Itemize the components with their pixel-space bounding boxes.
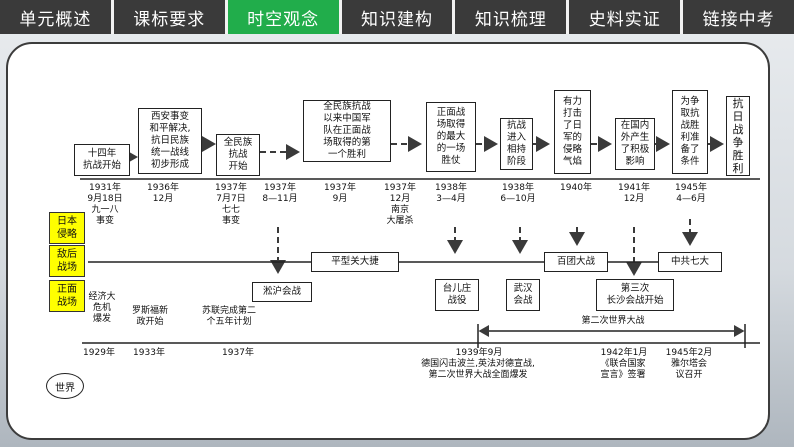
event-hundred-regiments: 百团大战	[544, 252, 608, 272]
down-arrows	[270, 219, 698, 276]
date-1945: 1945年 4—6月	[675, 183, 707, 204]
world-event-depression: 经济大 危机 爆发	[88, 292, 116, 324]
event-box-strike-japan: 有力 打击 了日 军的 侵略 气焰	[554, 90, 591, 174]
event-box-national-war: 全民族 抗战 开始	[216, 134, 260, 176]
date-1937-8: 1937年 8—11月	[262, 183, 298, 204]
event-box-stalemate: 抗战 进入 相持 阶段	[500, 118, 533, 170]
date-1931: 1931年 9月18日 九一八 事变	[87, 183, 123, 226]
tab-link-exam[interactable]: 链接中考	[683, 0, 794, 34]
date-1937-12: 1937年 12月 南京 大屠杀	[384, 183, 416, 226]
tab-time-space-concept[interactable]: 时空观念	[227, 0, 339, 34]
top-connectors	[124, 136, 724, 165]
date-1940: 1940年	[560, 183, 592, 193]
date-1937-7: 1937年 7月7日 七七 事变	[215, 183, 247, 226]
date-1937-9: 1937年 9月	[324, 183, 356, 204]
event-wuhan: 武汉 会战	[506, 279, 540, 311]
tab-knowledge-review[interactable]: 知识梳理	[455, 0, 567, 34]
event-taierzhuang: 台儿庄 战役	[435, 279, 479, 311]
world-year-1933: 1933年	[133, 348, 165, 358]
event-changsha-3: 第三次 长沙会战开始	[596, 279, 674, 311]
world-event-ussr-plan: 苏联完成第二 个五年计划	[201, 306, 256, 327]
tab-curriculum-requirements[interactable]: 课标要求	[113, 0, 225, 34]
tab-unit-overview[interactable]: 单元概述	[0, 0, 111, 34]
event-songhu: 淞沪会战	[252, 282, 312, 302]
world-event-new-deal: 罗斯福新 政开始	[131, 306, 168, 327]
timeline-board: 十四年 抗战开始 西安事变 和平解决, 抗日民族 统一战线 初步形成 全民族 抗…	[6, 42, 770, 440]
ww2-date-1945: 1945年2月	[665, 348, 713, 358]
tab-historical-evidence[interactable]: 史料实证	[569, 0, 681, 34]
date-1941: 1941年 12月	[618, 183, 650, 204]
event-pingxingguan: 平型关大捷	[311, 252, 399, 272]
ww2-event-1939: 德国闪击波兰,英法对德宣战, 第二次世界大战全面爆发	[421, 359, 535, 380]
category-rear-battlefield: 敌后 战场	[49, 245, 85, 277]
event-box-xian-incident: 西安事变 和平解决, 抗日民族 统一战线 初步形成	[138, 108, 202, 174]
ww2-date-1942: 1942年1月	[600, 348, 648, 358]
ww2-date-1939: 1939年9月	[455, 348, 503, 358]
world-year-1929: 1929年	[83, 348, 115, 358]
ww2-event-1942: 《联合国家 宣言》签署	[600, 359, 646, 380]
nav-bar: 单元概述 课标要求 时空观念 知识建构 知识梳理 史料实证 链接中考	[0, 0, 794, 34]
date-1936: 1936年 12月	[147, 183, 179, 204]
event-box-14yr-war: 十四年 抗战开始	[74, 144, 130, 176]
category-front-battlefield: 正面 战场	[49, 280, 85, 312]
ww2-label: 第二次世界大战	[581, 316, 645, 326]
event-box-war-victory: 抗 日 战 争 胜 利	[726, 96, 750, 176]
world-label: 世界	[46, 373, 84, 399]
event-box-prepare-victory: 为争 取抗 战胜 利准 备了 条件	[672, 90, 708, 174]
world-year-1937: 1937年	[222, 348, 254, 358]
category-japan-invasion: 日本 侵略	[49, 212, 85, 244]
event-box-first-victory: 全民族抗战 以来中国军 队在正面战 场取得的第 一个胜利	[303, 100, 391, 162]
tab-knowledge-construction[interactable]: 知识建构	[341, 0, 453, 34]
ww2-event-1945: 雅尔塔会 议召开	[670, 359, 707, 380]
date-1938-6: 1938年 6—10月	[500, 183, 536, 204]
event-box-positive-impact: 在国内 外产生 了积极 影响	[615, 118, 655, 170]
event-box-biggest-victory: 正面战 场取得 的最大 的一场 胜仗	[426, 102, 476, 172]
date-1938-3: 1938年 3—4月	[435, 183, 467, 204]
event-ccp-7th-congress: 中共七大	[658, 252, 722, 272]
